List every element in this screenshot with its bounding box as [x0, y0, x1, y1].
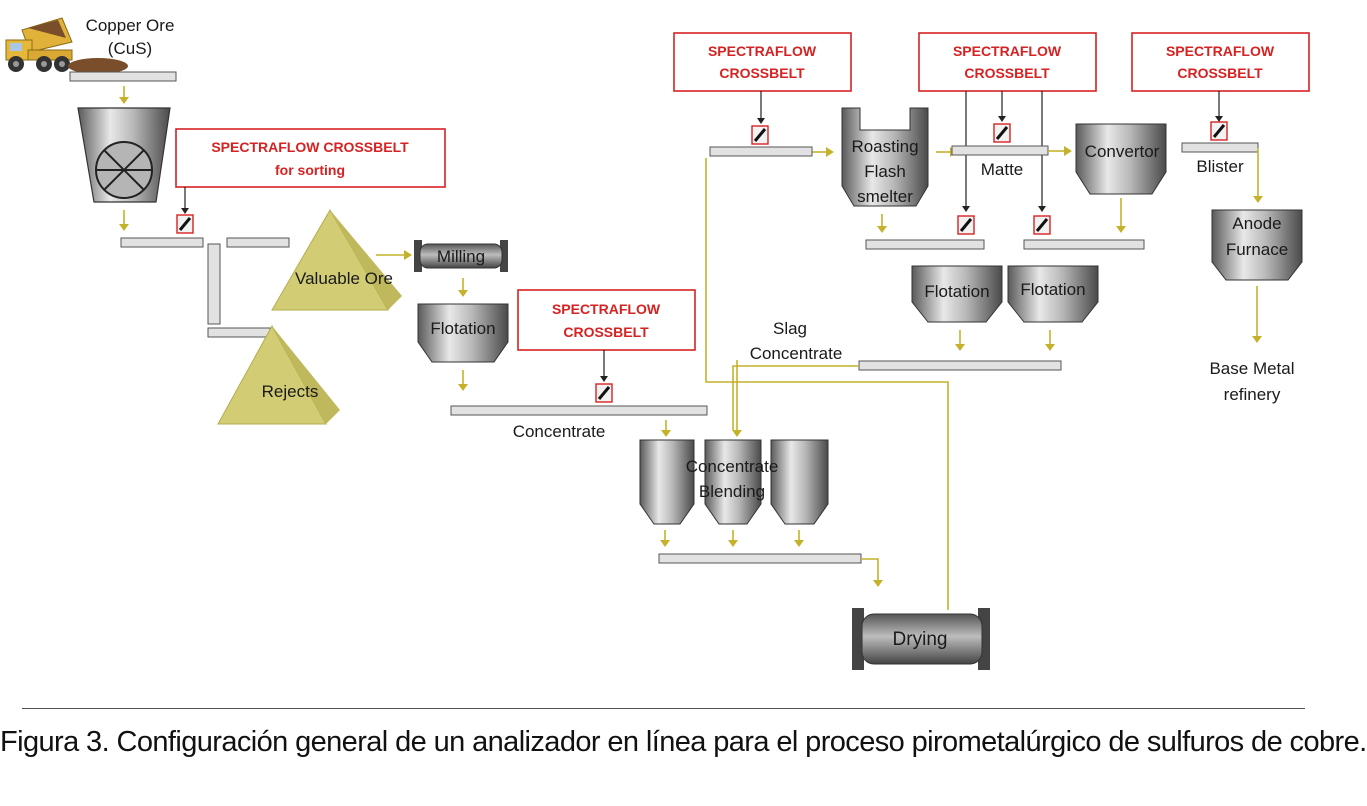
analyzer-sorting-title: SPECTRAFLOW CROSSBELT: [211, 139, 409, 155]
sensor-icon: [176, 214, 194, 234]
analyzer-sorting-subtitle: for sorting: [275, 162, 345, 178]
analyzer-matte-box: [918, 32, 1097, 92]
concentrate-belt: [450, 405, 708, 416]
analyzer-matte-subtitle: CROSSBELT: [964, 65, 1050, 81]
milling-label: Milling: [437, 247, 485, 266]
blending-bin-1: [639, 439, 695, 525]
ore-feed-belt: [69, 71, 177, 82]
process-flow-diagram: Copper Ore (CuS) SPECTRAFLOW CROSSBELT f…: [5, 16, 1310, 670]
furnace-label: Furnace: [1226, 240, 1288, 259]
analyzer-concentrate-title: SPECTRAFLOW: [552, 301, 661, 317]
roasting-label: Roasting: [851, 137, 918, 156]
rejects-pile: [217, 324, 340, 425]
smelter-feed-belt: [709, 146, 813, 157]
analyzer-blister-box: [1131, 32, 1310, 92]
diverter-belt: [226, 237, 290, 248]
flash-label: Flash: [864, 162, 906, 181]
refinery-label: refinery: [1224, 385, 1281, 404]
dump-truck-icon: [5, 17, 128, 74]
flotation-cell-slag-left: [911, 265, 1003, 323]
caption-divider: [22, 708, 1305, 709]
convertor: [1075, 123, 1167, 195]
analyzer-concentrate-box: [517, 289, 696, 351]
flotation-slag-left-label: Flotation: [924, 282, 989, 301]
concentrate-label: Concentrate: [513, 422, 606, 441]
dryer: [852, 608, 990, 670]
smelter-label: smelter: [857, 187, 913, 206]
smelter-slag-belt: [865, 239, 985, 250]
flotation-cell-slag-right: [1007, 265, 1099, 323]
sensor-icon: [1210, 121, 1228, 141]
concentrate-blending-label-1: Concentrate: [686, 457, 779, 476]
flotation-main-label: Flotation: [430, 319, 495, 338]
rejects-label: Rejects: [262, 382, 319, 401]
analyzer-feed-title: SPECTRAFLOW: [708, 43, 817, 59]
sensor-icon: [1033, 215, 1051, 235]
analyzer-feed-subtitle: CROSSBELT: [719, 65, 805, 81]
sorting-belt: [120, 237, 204, 248]
flotation-cell-main: [417, 303, 509, 363]
convertor-label: Convertor: [1085, 142, 1160, 161]
analyzer-concentrate-subtitle: CROSSBELT: [563, 324, 649, 340]
figure-caption: Figura 3. Configuración general de un an…: [0, 726, 1367, 758]
base-metal-label: Base Metal: [1209, 359, 1294, 378]
mill: [414, 240, 508, 272]
copper-ore-formula-label: (CuS): [108, 39, 152, 58]
crusher: [77, 107, 171, 203]
copper-ore-label: Copper Ore: [86, 16, 175, 35]
blending-belt: [658, 553, 862, 564]
flotation-slag-right-label: Flotation: [1020, 280, 1085, 299]
blister-label: Blister: [1196, 157, 1244, 176]
slag-concentrate-label: Concentrate: [750, 344, 843, 363]
flash-smelter: [841, 107, 929, 207]
analyzer-blister-subtitle: CROSSBELT: [1177, 65, 1263, 81]
convertor-slag-belt: [1023, 239, 1145, 250]
slag-concentrate-belt: [858, 360, 1062, 371]
sensor-icon: [957, 215, 975, 235]
anode-furnace: [1211, 209, 1303, 281]
matte-belt: [951, 145, 1049, 156]
sensor-icon: [993, 123, 1011, 143]
valuable-ore-pile: [271, 209, 402, 311]
analyzer-matte-title: SPECTRAFLOW: [953, 43, 1062, 59]
blending-bin-2: [704, 439, 762, 525]
rejects-belt: [207, 327, 271, 338]
matte-label: Matte: [981, 160, 1024, 179]
slag-label: Slag: [773, 319, 807, 338]
analyzer-sorting-box: [175, 128, 446, 188]
concentrate-blending-label-2: Blending: [699, 482, 765, 501]
valuable-ore-label: Valuable Ore: [295, 269, 393, 288]
sensor-icon: [751, 125, 769, 145]
analyzer-feed-box: [673, 32, 852, 92]
anode-label: Anode: [1232, 214, 1281, 233]
blister-belt: [1181, 142, 1259, 153]
blending-bin-3: [770, 439, 829, 525]
diverter-chute: [207, 243, 221, 325]
drying-label: Drying: [893, 629, 948, 650]
analyzer-blister-title: SPECTRAFLOW: [1166, 43, 1275, 59]
sensor-icon: [595, 383, 613, 403]
